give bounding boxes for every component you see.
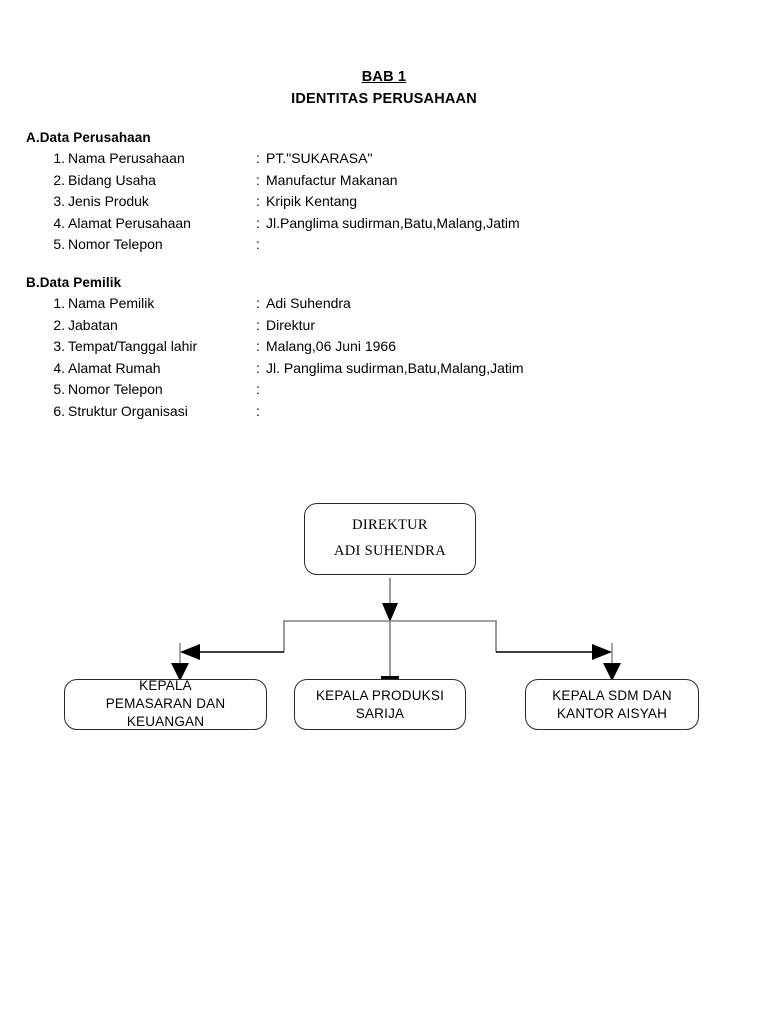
field-value: Jl.Panglima sudirman,Batu,Malang,Jatim	[266, 214, 520, 231]
field-label: Bidang Usaha	[68, 171, 156, 188]
page-title-chapter: BAB 1	[361, 69, 407, 85]
field-separator: :	[256, 359, 260, 376]
field-number: 3.	[53, 338, 65, 354]
org-node-produksi[interactable]: KEPALA PRODUKSI SARIJA	[294, 679, 466, 730]
field-row: 1. Nama Perusahaan : PT."SUKARASA"	[26, 150, 372, 172]
field-separator: :	[256, 402, 260, 419]
field-value: Direktur	[266, 316, 316, 333]
field-row: 5. Nomor Telepon :	[26, 236, 260, 258]
field-label: Nomor Telepon	[68, 236, 163, 252]
field-label: Jenis Produk	[68, 193, 149, 209]
section-data-perusahaan: A.Data Perusahaan 1. Nama Perusahaan : P…	[26, 130, 520, 258]
field-separator: :	[256, 316, 260, 333]
org-node-sdm-line2: KANTOR AISYAH	[556, 706, 668, 721]
field-number: 2.	[53, 171, 65, 188]
field-row: 2. Bidang Usaha : Manufactur Makanan	[26, 171, 397, 194]
org-node-sdm[interactable]: KEPALA SDM DAN KANTOR AISYAH	[525, 679, 699, 730]
field-value: Adi Suhendra	[266, 295, 351, 311]
field-value: Kripik Kentang	[266, 193, 358, 209]
field-list-company: 1. Nama Perusahaan : PT."SUKARASA" 2. Bi…	[26, 150, 519, 258]
section-heading-owner: B.Data Pemilik	[26, 275, 122, 290]
org-node-pemasaran-line1: KEPALA	[139, 678, 192, 693]
field-number: 2.	[53, 316, 65, 333]
field-row: 4. Alamat Perusahaan : Jl.Panglima sudir…	[26, 214, 519, 237]
field-row: 3. Tempat/Tanggal lahir : Malang,06 Juni…	[26, 338, 396, 360]
field-number: 1.	[53, 295, 65, 311]
field-value: Manufactur Makanan	[266, 171, 398, 188]
field-number: 4.	[53, 359, 65, 376]
field-label: Nama Pemilik	[68, 295, 155, 311]
field-value: Jl. Panglima sudirman,Batu,Malang,Jatim	[266, 359, 524, 376]
arrowhead-right	[592, 644, 612, 660]
org-node-produksi-name: SARIJA	[355, 706, 405, 721]
section-data-pemilik: B.Data Pemilik 1. Nama Pemilik : Adi Suh…	[26, 275, 524, 425]
page-title-subject: IDENTITAS PERUSAHAAN	[291, 91, 477, 107]
org-node-direktur[interactable]: DIREKTUR ADI SUHENDRA	[304, 503, 476, 575]
field-row: 3. Jenis Produk : Kripik Kentang	[26, 193, 357, 215]
arrowhead-left	[180, 644, 200, 660]
field-separator: :	[256, 338, 260, 354]
field-label: Struktur Organisasi	[68, 402, 188, 419]
org-node-pemasaran-line2: PEMASARAN DAN	[105, 696, 226, 711]
field-separator: :	[256, 236, 260, 252]
field-separator: :	[256, 295, 260, 311]
org-node-pemasaran-line3: KEUANGAN	[126, 714, 205, 729]
arrowhead-down-to-bus	[382, 603, 398, 622]
field-separator: :	[256, 214, 260, 231]
document-title-block: BAB 1 IDENTITAS PERUSAHAAN	[0, 68, 768, 109]
org-node-direktur-title: DIREKTUR	[352, 517, 428, 533]
field-number: 6.	[53, 402, 65, 419]
field-label: Nama Perusahaan	[68, 150, 185, 166]
field-separator: :	[256, 381, 260, 397]
field-label: Jabatan	[68, 316, 118, 333]
field-row: 5. Nomor Telepon :	[26, 381, 260, 403]
field-label: Alamat Rumah	[68, 359, 161, 376]
org-node-sdm-line1: KEPALA SDM DAN	[552, 688, 672, 703]
field-row: 2. Jabatan : Direktur	[26, 316, 315, 339]
field-number: 4.	[53, 214, 65, 231]
field-row: 4. Alamat Rumah : Jl. Panglima sudirman,…	[26, 359, 523, 382]
field-separator: :	[256, 171, 260, 188]
field-separator: :	[256, 193, 260, 209]
org-node-direktur-name: ADI SUHENDRA	[334, 543, 446, 559]
org-node-pemasaran-keuangan[interactable]: KEPALA PEMASARAN DAN KEUANGAN	[64, 678, 267, 730]
field-row: 1. Nama Pemilik : Adi Suhendra	[26, 295, 351, 317]
field-number: 5.	[53, 381, 65, 397]
field-label: Alamat Perusahaan	[68, 214, 191, 231]
field-value: Malang,06 Juni 1966	[266, 338, 396, 354]
section-heading-company: A.Data Perusahaan	[26, 130, 151, 145]
field-number: 3.	[53, 193, 65, 209]
field-label: Nomor Telepon	[68, 381, 163, 397]
field-number: 1.	[53, 150, 65, 166]
org-node-produksi-title: KEPALA PRODUKSI	[315, 688, 445, 703]
field-label: Tempat/Tanggal lahir	[68, 338, 198, 354]
field-list-owner: 1. Nama Pemilik : Adi Suhendra 2. Jabata…	[26, 295, 523, 425]
field-separator: :	[256, 150, 260, 166]
field-row: 6. Struktur Organisasi :	[26, 402, 260, 425]
field-value: PT."SUKARASA"	[266, 150, 373, 166]
field-number: 5.	[53, 236, 65, 252]
